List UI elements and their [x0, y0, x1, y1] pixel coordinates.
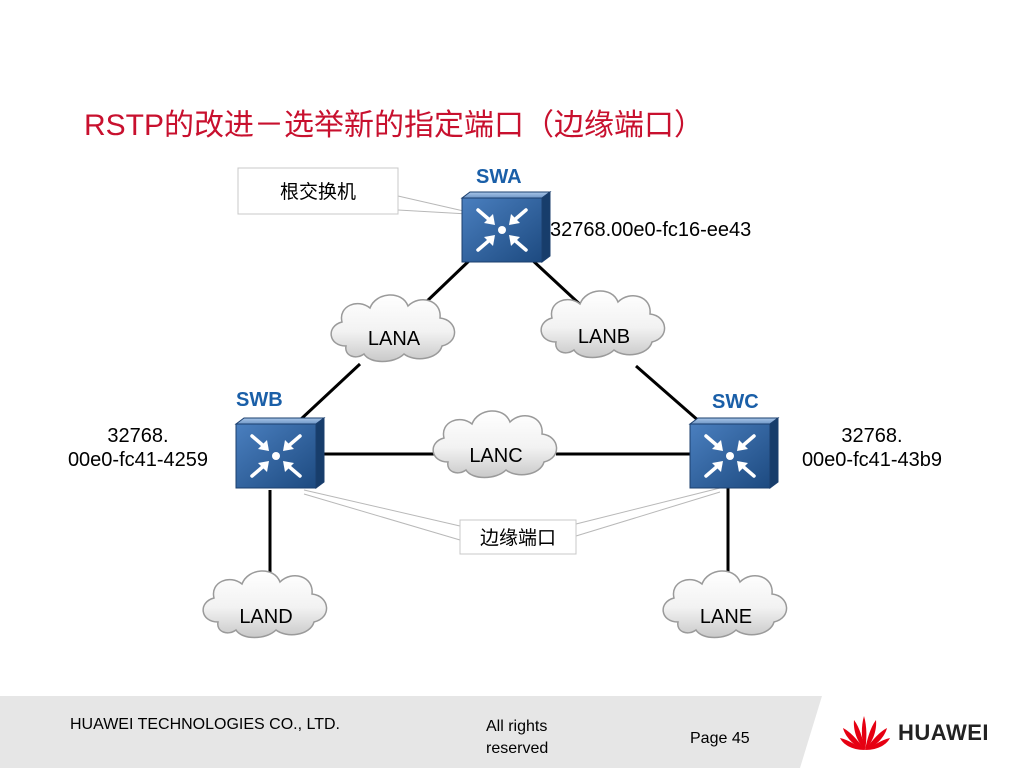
edge-port-label: 边缘端口 [480, 527, 556, 549]
switch-swc-bridge-id-line2: 00e0-fc41-43b9 [802, 449, 942, 471]
lan-cloud-lana: LANA [330, 294, 456, 363]
slide-footer: HUAWEI TECHNOLOGIES CO., LTD. All rights… [0, 696, 1024, 768]
root-callout-pointer-b [397, 209, 469, 215]
switch-swb-icon [234, 416, 326, 490]
root-bridge-label: 根交换机 [280, 181, 356, 203]
slide-title: RSTP的改进－选举新的指定端口（边缘端口） [84, 109, 705, 142]
edge-callout-pointer-d [575, 491, 721, 537]
lan-label-lanc: LANC [469, 445, 522, 467]
lan-label-land: LAND [239, 606, 292, 628]
switch-swc-name: SWC [712, 391, 759, 413]
lan-cloud-land: LAND [202, 570, 328, 639]
edge-callout-pointer-a [303, 489, 461, 527]
switch-swa-icon [460, 190, 552, 264]
lan-cloud-lanc: LANC [432, 410, 558, 479]
switch-swc-bridge-id-line1: 32768. [841, 425, 902, 447]
switch-swb-bridge-id-line2: 00e0-fc41-4259 [68, 449, 208, 471]
footer-page-number: Page 45 [690, 730, 750, 747]
switch-swa: SWA 32768.00e0-fc16-ee43 [460, 166, 751, 264]
switch-swc-icon [688, 416, 780, 490]
link-lana-swb [298, 362, 362, 422]
lan-label-lanb: LANB [578, 326, 630, 348]
lan-label-lana: LANA [368, 328, 421, 350]
network-diagram: 根交换机 边缘端口 SWA 32768.00e0-fc16-ee43 SWB 3… [68, 166, 942, 639]
edge-port-callout: 边缘端口 [459, 519, 577, 555]
switch-swb: SWB 32768. 00e0-fc41-4259 [68, 389, 326, 490]
huawei-flower-icon [840, 716, 890, 750]
switch-swa-name: SWA [476, 166, 522, 188]
edge-callout-pointer-b [303, 493, 461, 541]
switch-swc: SWC 32768. 00e0-fc41-43b9 [688, 391, 942, 490]
root-bridge-callout: 根交换机 [237, 167, 399, 215]
lan-cloud-lanb: LANB [540, 290, 666, 359]
link-swa-lana [422, 256, 474, 306]
footer-logo-area: HUAWEI [800, 696, 1024, 768]
switch-swb-name: SWB [236, 389, 283, 411]
huawei-logo-text: HUAWEI [898, 720, 989, 745]
footer-rights: All rights reserved [486, 718, 549, 757]
link-lanb-swc [635, 364, 701, 424]
edge-callout-pointer-c [575, 487, 721, 525]
root-callout-pointer-a [397, 195, 469, 213]
lan-cloud-lane: LANE [662, 570, 788, 639]
lan-label-lane: LANE [700, 606, 752, 628]
switch-swb-bridge-id-line1: 32768. [107, 425, 168, 447]
switch-swa-bridge-id: 32768.00e0-fc16-ee43 [550, 219, 751, 241]
footer-company: HUAWEI TECHNOLOGIES CO., LTD. [70, 716, 340, 733]
callout-pointers [303, 195, 721, 541]
